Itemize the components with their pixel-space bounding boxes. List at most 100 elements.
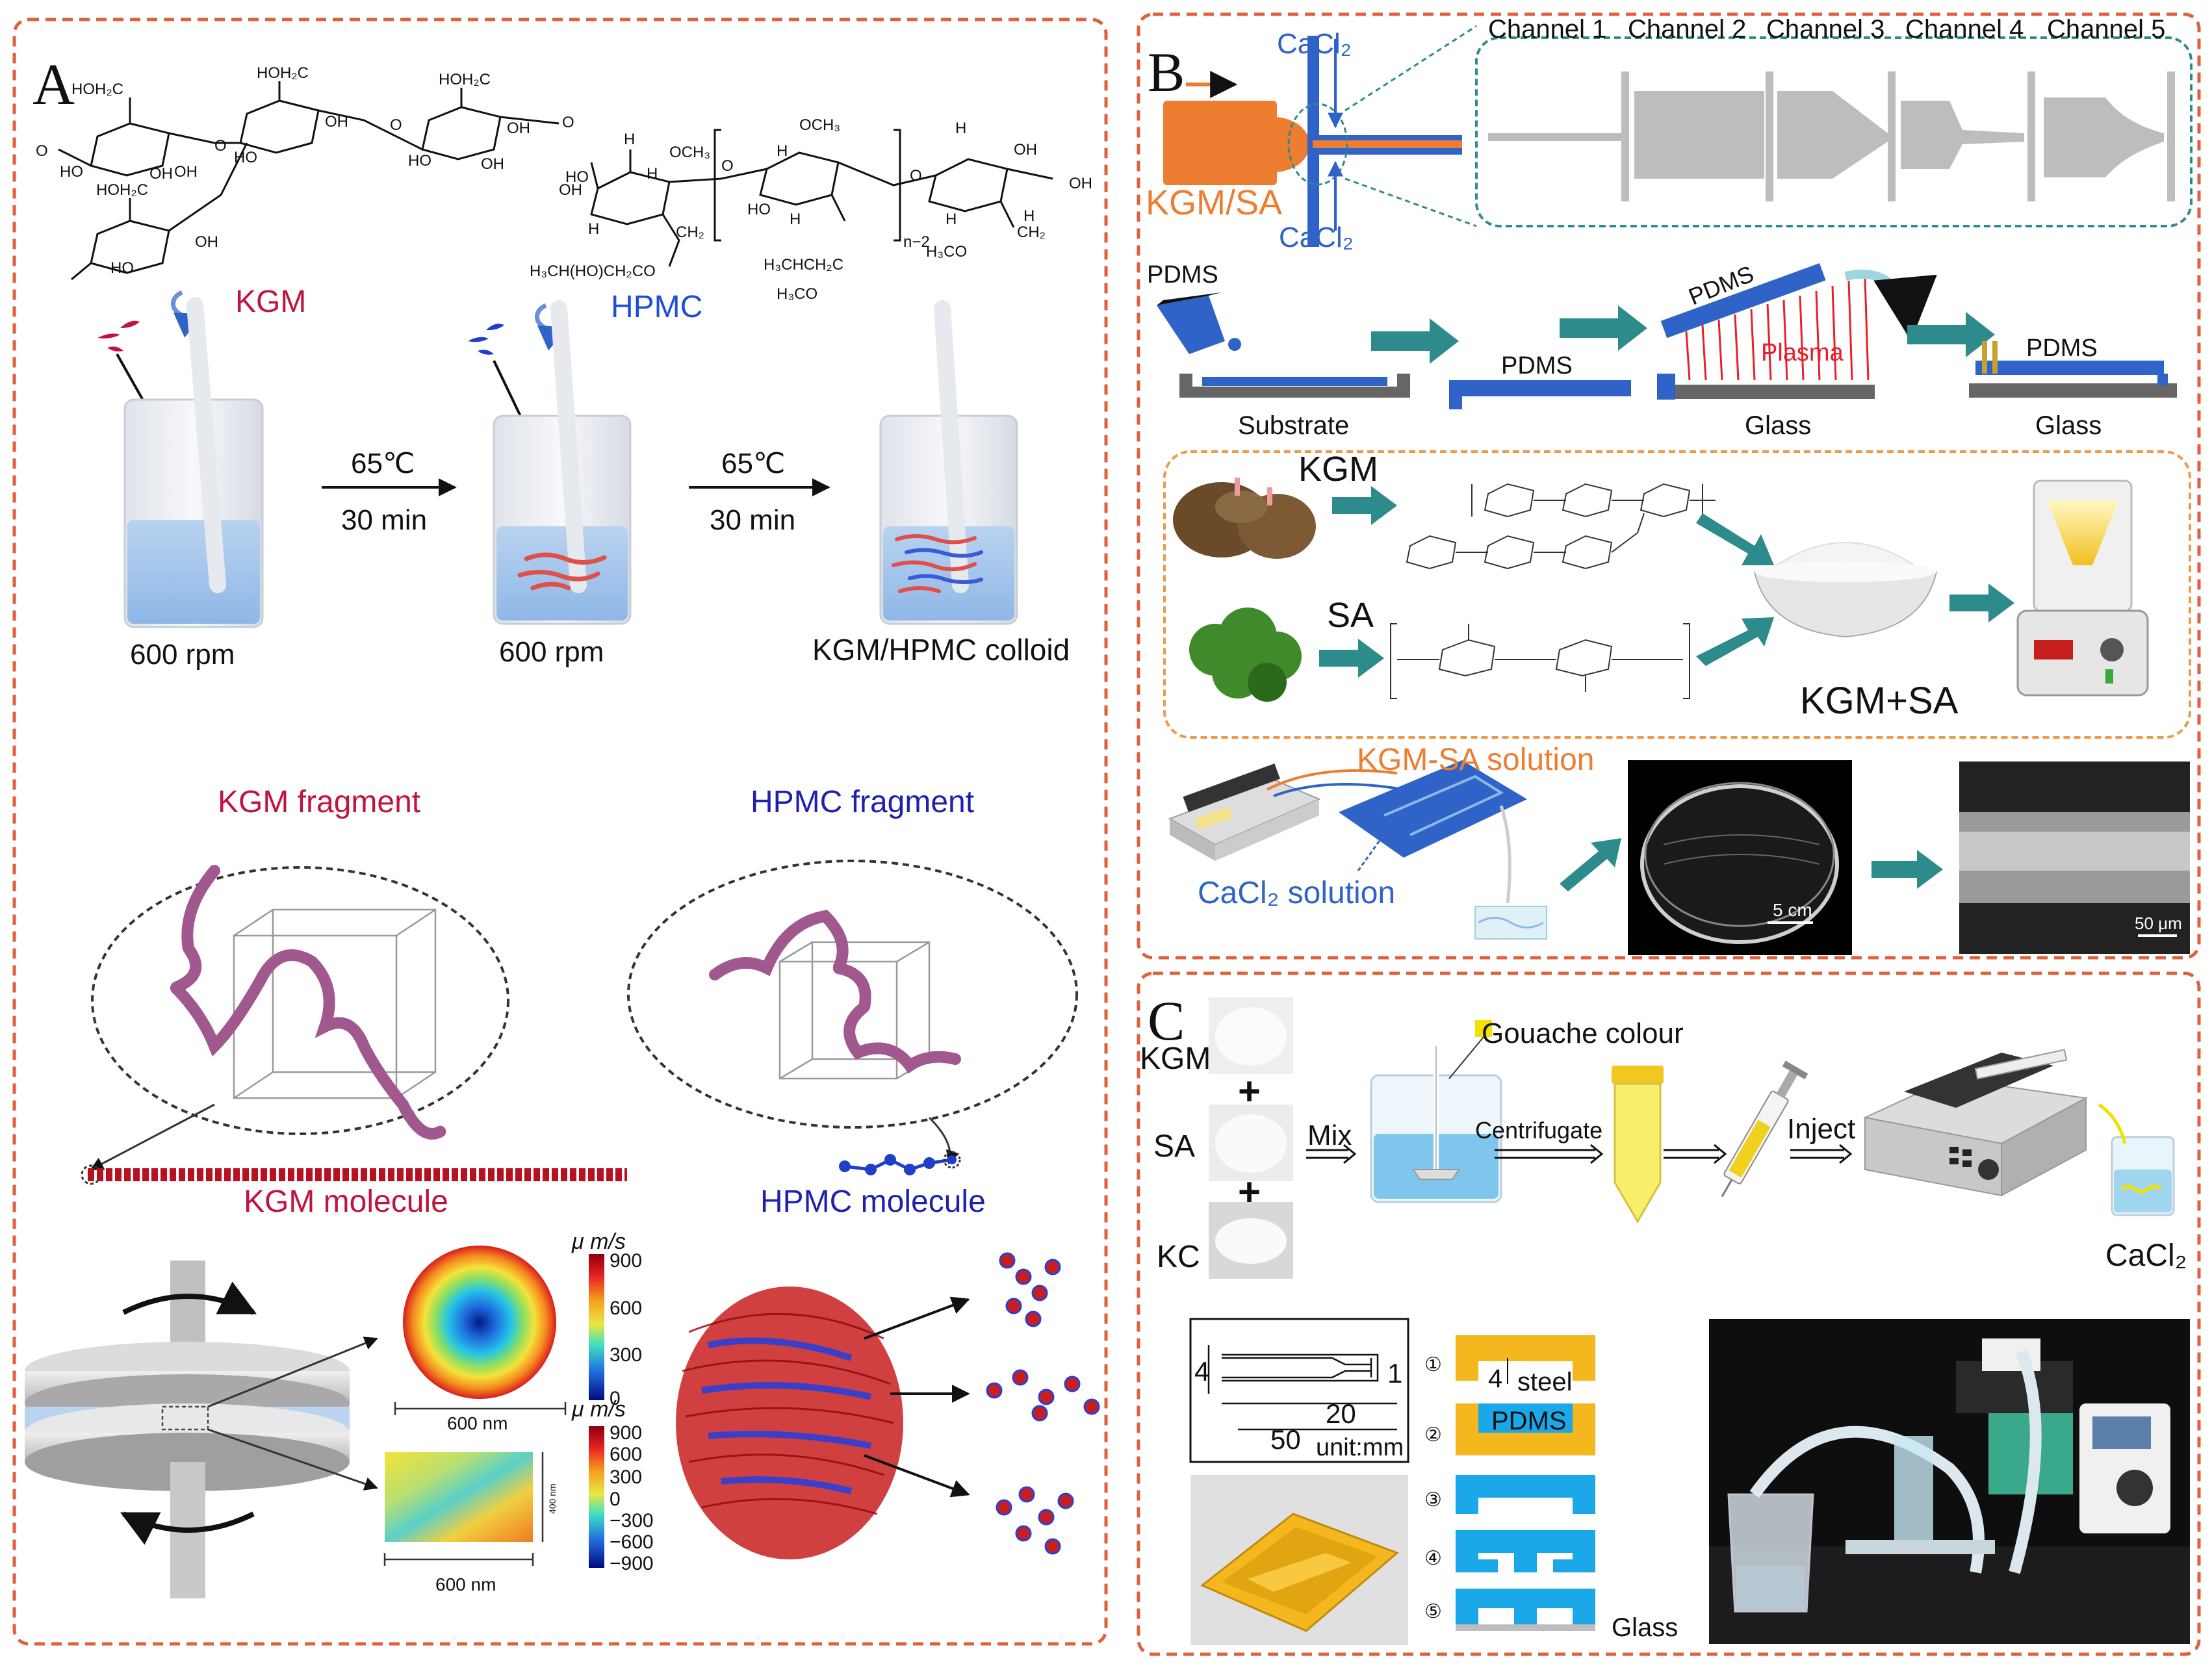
fab-arrow-2 — [1560, 305, 1647, 351]
scale-2-vertical-label: 400 nm — [547, 1483, 558, 1514]
mold-step-2 — [1456, 1403, 1595, 1455]
plasma-label: Plasma — [1761, 339, 1844, 366]
kgm-powder-icon — [97, 320, 140, 352]
kgm-label: KGM — [235, 285, 306, 319]
svg-text:H₃CH(HO)CH₂CO: H₃CH(HO)CH₂CO — [530, 262, 656, 280]
svg-text:OH: OH — [325, 113, 348, 131]
svg-text:OH: OH — [195, 233, 218, 251]
tubing-blue — [1273, 783, 1404, 797]
svg-text:900: 900 — [610, 1422, 642, 1444]
kgm-ellipse-pointer — [90, 1103, 215, 1171]
arrow-to-syringe — [1664, 1144, 1727, 1164]
svg-text:OH: OH — [507, 120, 530, 137]
centrifugate-arrow — [1495, 1144, 1604, 1164]
svg-text:OH: OH — [174, 163, 198, 181]
svg-text:HO: HO — [565, 168, 589, 186]
gouache-swatch — [1475, 1020, 1492, 1037]
beaker-1-label: 600 rpm — [130, 639, 235, 671]
svg-text:H₃CO: H₃CO — [777, 285, 817, 303]
svg-text:HO: HO — [60, 163, 83, 181]
svg-text:Channel 5: Channel 5 — [2047, 15, 2165, 44]
glass-slide-1 — [1667, 385, 1875, 399]
mold-step-5 — [1456, 1589, 1595, 1631]
svg-text:H₃CHCH₂C: H₃CHCH₂C — [764, 256, 843, 274]
dimension-drawing — [1207, 1345, 1397, 1431]
cacl2-c-label: CaCl₂ — [2105, 1238, 2187, 1273]
cacl2-top-label: CaCl₂ — [1277, 28, 1352, 60]
svg-text:HOH₂C: HOH₂C — [96, 181, 148, 199]
inject-label: Inject — [1787, 1113, 1855, 1145]
svg-text:H: H — [777, 142, 788, 160]
beaker-1 — [123, 297, 264, 628]
panel-b: B CaCl₂ KGM/SA CaCl₂ Channel 1 Channel 2… — [1146, 15, 2193, 955]
kgm-material-label: KGM — [1140, 1042, 1211, 1076]
svg-text:H: H — [588, 220, 599, 238]
svg-text:−900: −900 — [610, 1553, 654, 1574]
hpmc-fragment-ellipse — [627, 860, 1078, 1129]
svg-text:Channel 1: Channel 1 — [1488, 15, 1606, 44]
mold-step-4 — [1456, 1530, 1595, 1572]
kgm-hpmc-chains-3 — [892, 534, 983, 593]
seaweed-icon — [1189, 608, 1302, 702]
svg-text:①: ① — [1424, 1354, 1442, 1376]
svg-text:O: O — [36, 142, 48, 160]
pdms-pour-icon — [1157, 292, 1241, 354]
dim-20: 20 — [1326, 1398, 1356, 1429]
svg-text:OH: OH — [149, 165, 173, 183]
dish-to-sem-arrow — [1871, 850, 1943, 889]
kgm-to-bowl-arrow — [1696, 513, 1774, 565]
velocity-field-circle — [403, 1246, 556, 1399]
mold-render — [1190, 1475, 1408, 1645]
substrate-label: Substrate — [1238, 411, 1349, 440]
scale-2-label: 600 nm — [435, 1574, 496, 1594]
svg-text:0: 0 — [610, 1388, 621, 1409]
svg-text:OH: OH — [1014, 141, 1037, 159]
stir-rod-1 — [186, 297, 226, 593]
svg-text:−300: −300 — [610, 1510, 654, 1531]
chip-to-bath-tube — [1499, 805, 1511, 904]
glass-2-label: Glass — [2035, 411, 2102, 440]
konjac-tuber-icon — [1173, 478, 1316, 559]
bowl-to-stirrer-arrow — [1949, 583, 2014, 622]
sa-structure-sketch — [1390, 623, 1690, 699]
svg-text:H₃CO: H₃CO — [926, 243, 967, 261]
glass-1-label: Glass — [1745, 411, 1811, 440]
setup-photo — [1709, 1319, 2190, 1644]
gouache-label: Gouache colour — [1482, 1018, 1684, 1049]
svg-text:600: 600 — [610, 1444, 642, 1465]
panel-b-letter: B — [1148, 41, 1185, 103]
cacl2-bottom-label: CaCl₂ — [1279, 222, 1354, 253]
svg-text:Channel 3: Channel 3 — [1766, 15, 1884, 44]
kgm-sa-solution-label: KGM-SA solution — [1357, 743, 1594, 777]
cacl2-solution-label: CaCl₂ solution — [1198, 876, 1395, 910]
svg-text:⑤: ⑤ — [1424, 1601, 1442, 1622]
svg-text:O: O — [721, 157, 734, 175]
svg-text:CH₂: CH₂ — [1017, 224, 1046, 241]
svg-text:O: O — [390, 116, 402, 134]
sa-source-label: SA — [1327, 596, 1374, 635]
svg-text:CH₂: CH₂ — [676, 224, 704, 241]
mixing-beaker — [1370, 1046, 1502, 1203]
panel-c-letter: C — [1148, 990, 1185, 1052]
sem-scale-label: 50 μm — [2135, 914, 2182, 933]
svg-text:300: 300 — [610, 1466, 642, 1488]
svg-text:O: O — [562, 114, 574, 131]
colorbar-1 — [589, 1254, 604, 1400]
beaker-2-label: 600 rpm — [499, 636, 604, 668]
bath-to-dish-arrow — [1560, 838, 1621, 891]
mold-dim-4: 4 — [1488, 1364, 1502, 1393]
kgm-sa-mix-label: KGM+SA — [1800, 680, 1959, 722]
svg-text:H: H — [624, 131, 635, 148]
simulation-tangle — [676, 1252, 1100, 1559]
colorbar-1-unit: μ m/s — [571, 1229, 626, 1254]
svg-text:Channel 4: Channel 4 — [1905, 15, 2024, 44]
collection-bath — [1474, 906, 1547, 940]
svg-text:HO: HO — [110, 259, 134, 277]
pdms-c-label: PDMS — [1491, 1407, 1567, 1435]
hpmc-fragment-title: HPMC fragment — [751, 785, 974, 819]
kgm-chains-2 — [517, 552, 607, 591]
channel-shapes — [1488, 71, 2175, 201]
svg-text:④: ④ — [1424, 1548, 1442, 1569]
